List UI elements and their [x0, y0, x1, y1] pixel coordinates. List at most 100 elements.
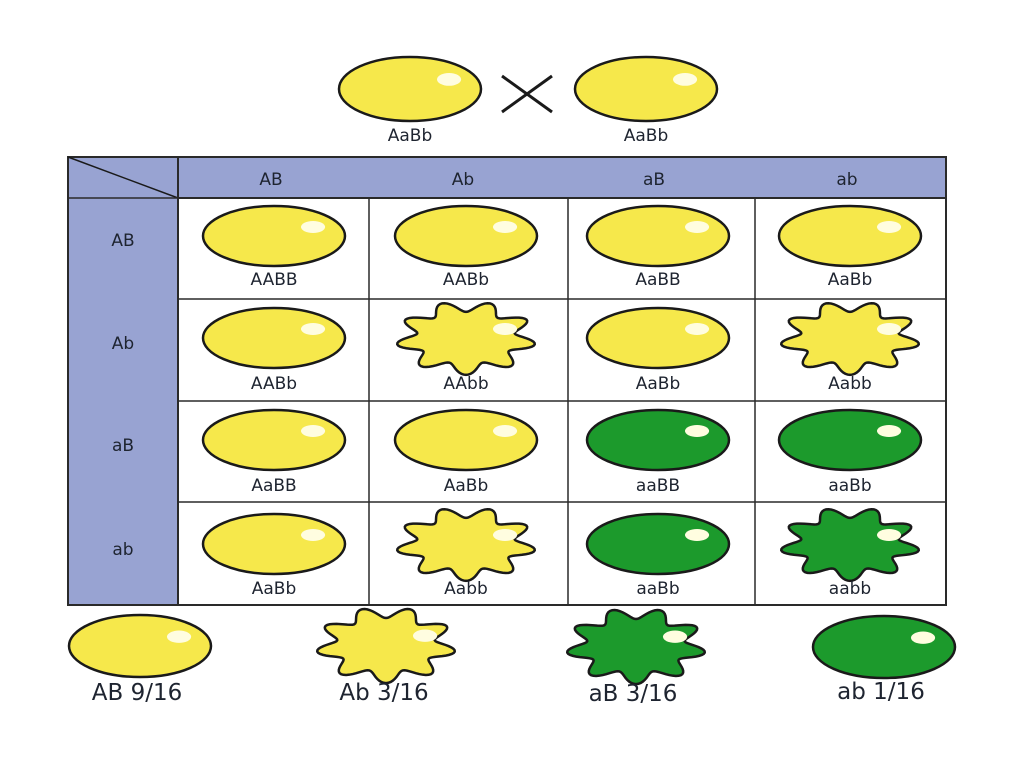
offspring-seed-r2-c1	[201, 306, 347, 370]
offspring-genotype-r1-c4: AaBb	[828, 270, 873, 290]
offspring-seed-r3-c3	[585, 408, 731, 472]
seed-highlight	[300, 323, 326, 335]
column-gamete-3: aB	[643, 170, 665, 190]
seed-highlight	[300, 221, 326, 233]
seed-highlight	[492, 221, 518, 233]
column-gamete-2: Ab	[452, 170, 474, 190]
offspring-seed-r1-c3	[585, 204, 731, 268]
summary-label-2: Ab 3/16	[339, 680, 428, 706]
column-gamete-4: ab	[836, 170, 857, 190]
row-header-band	[67, 156, 179, 606]
offspring-seed-r3-c1	[201, 408, 347, 472]
offspring-genotype-r4-c2: Aabb	[444, 579, 488, 599]
corner-diagonal	[67, 156, 179, 199]
seed-highlight	[662, 630, 688, 643]
seed-body	[67, 613, 213, 679]
offspring-genotype-r3-c2: AaBb	[444, 476, 489, 496]
seed-highlight	[876, 529, 902, 541]
column-header-band	[67, 156, 947, 199]
seed-body	[779, 507, 921, 583]
parent-seed-1	[337, 55, 483, 123]
row-gamete-2: Ab	[112, 334, 134, 354]
seed-body	[201, 512, 347, 576]
seed-body	[201, 408, 347, 472]
summary-seed-2	[315, 607, 457, 685]
seed-body	[779, 301, 921, 377]
row-gamete-1: AB	[111, 231, 134, 251]
offspring-seed-r2-c2	[395, 301, 537, 377]
seed-highlight	[876, 221, 902, 233]
summary-seed-1	[67, 613, 213, 679]
parent-genotype-2: AaBb	[624, 126, 669, 146]
seed-highlight	[684, 529, 710, 541]
grid-lines	[68, 157, 946, 605]
seed-highlight	[412, 629, 438, 642]
offspring-seed-r4-c1	[201, 512, 347, 576]
offspring-genotype-r1-c3: AaBB	[635, 270, 680, 290]
row-gamete-3: aB	[112, 436, 134, 456]
offspring-genotype-r3-c4: aaBb	[828, 476, 871, 496]
seed-highlight	[300, 425, 326, 437]
seed-highlight	[684, 425, 710, 437]
seed-highlight	[166, 630, 192, 643]
seed-body	[585, 408, 731, 472]
phenotype-summary: AB 9/16 Ab 3/16 aB 3/16 ab 1/16	[67, 607, 957, 707]
summary-label-4: ab 1/16	[837, 679, 925, 705]
seed-body	[585, 512, 731, 576]
offspring-genotype-r2-c1: AABb	[251, 374, 297, 394]
offspring-genotype-r3-c3: aaBB	[636, 476, 680, 496]
summary-seed-4	[811, 614, 957, 680]
x-mark-icon	[501, 74, 553, 114]
seed-body	[585, 306, 731, 370]
seed-body	[315, 607, 457, 685]
seed-highlight	[300, 529, 326, 541]
seed-highlight	[684, 221, 710, 233]
offspring-genotype-r4-c1: AaBb	[252, 579, 297, 599]
offspring-genotype-r4-c4: aabb	[829, 579, 871, 599]
offspring-seed-r1-c1	[201, 204, 347, 268]
offspring-seed-r3-c2	[393, 408, 539, 472]
row-gamete-4: ab	[112, 540, 133, 560]
seed-highlight	[684, 323, 710, 335]
seed-body	[395, 301, 537, 377]
offspring-seed-r3-c4	[777, 408, 923, 472]
seed-body	[393, 408, 539, 472]
offspring-genotype-r2-c3: AaBb	[636, 374, 681, 394]
offspring-seed-r2-c3	[585, 306, 731, 370]
seed-body	[337, 55, 483, 123]
seed-body	[201, 306, 347, 370]
parent-genotype-1: AaBb	[388, 126, 433, 146]
seed-body	[395, 507, 537, 583]
seed-highlight	[876, 425, 902, 437]
seed-highlight	[492, 529, 518, 541]
seed-body	[565, 608, 707, 686]
offspring-genotype-r4-c3: aaBb	[636, 579, 679, 599]
offspring-seed-r2-c4	[779, 301, 921, 377]
offspring-genotype-r1-c2: AABb	[443, 270, 489, 290]
seed-highlight	[492, 323, 518, 335]
offspring-seed-r4-c4	[779, 507, 921, 583]
offspring-seed-r4-c2	[395, 507, 537, 583]
seed-body	[573, 55, 719, 123]
parental-cross: AaBb AaBb	[337, 55, 719, 146]
seed-body	[393, 204, 539, 268]
seed-highlight	[672, 73, 698, 86]
seed-body	[201, 204, 347, 268]
offspring-seed-r4-c3	[585, 512, 731, 576]
seed-body	[777, 204, 923, 268]
offspring-genotype-r1-c1: AABB	[250, 270, 297, 290]
offspring-genotype-r2-c4: Aabb	[828, 374, 872, 394]
column-gamete-1: AB	[259, 170, 282, 190]
offspring-genotype-r3-c1: AaBB	[251, 476, 296, 496]
summary-label-1: AB 9/16	[92, 680, 182, 706]
parent-seed-2	[573, 55, 719, 123]
summary-seed-3	[565, 608, 707, 686]
seed-body	[811, 614, 957, 680]
offspring-seed-r1-c4	[777, 204, 923, 268]
seed-body	[777, 408, 923, 472]
seed-highlight	[910, 631, 936, 644]
summary-label-3: aB 3/16	[589, 681, 678, 707]
seed-body	[585, 204, 731, 268]
seed-highlight	[436, 73, 462, 86]
